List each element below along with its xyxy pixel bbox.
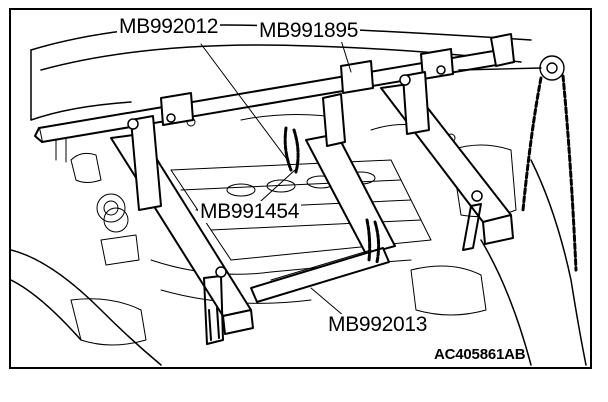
right-support-rail — [380, 71, 514, 251]
cross-hanger-lower — [250, 247, 390, 303]
hood-outline — [11, 24, 587, 366]
callout-mb992013: MB992013 — [326, 313, 430, 336]
left-support-rail — [110, 115, 254, 345]
illustration-frame — [9, 8, 592, 369]
callout-mb991895: MB991895 — [257, 19, 361, 42]
wing-bolts — [127, 65, 483, 278]
callout-mb992012: MB992012 — [117, 15, 221, 38]
figure-id: AC405861AB — [434, 346, 526, 363]
callout-mb991454: MB991454 — [198, 200, 302, 223]
hook-chains — [283, 126, 381, 264]
lift-chain — [458, 55, 578, 272]
engine-lifting-illustration — [11, 24, 587, 366]
lifting-bar — [34, 33, 515, 143]
cross-hanger-upper — [305, 93, 396, 255]
